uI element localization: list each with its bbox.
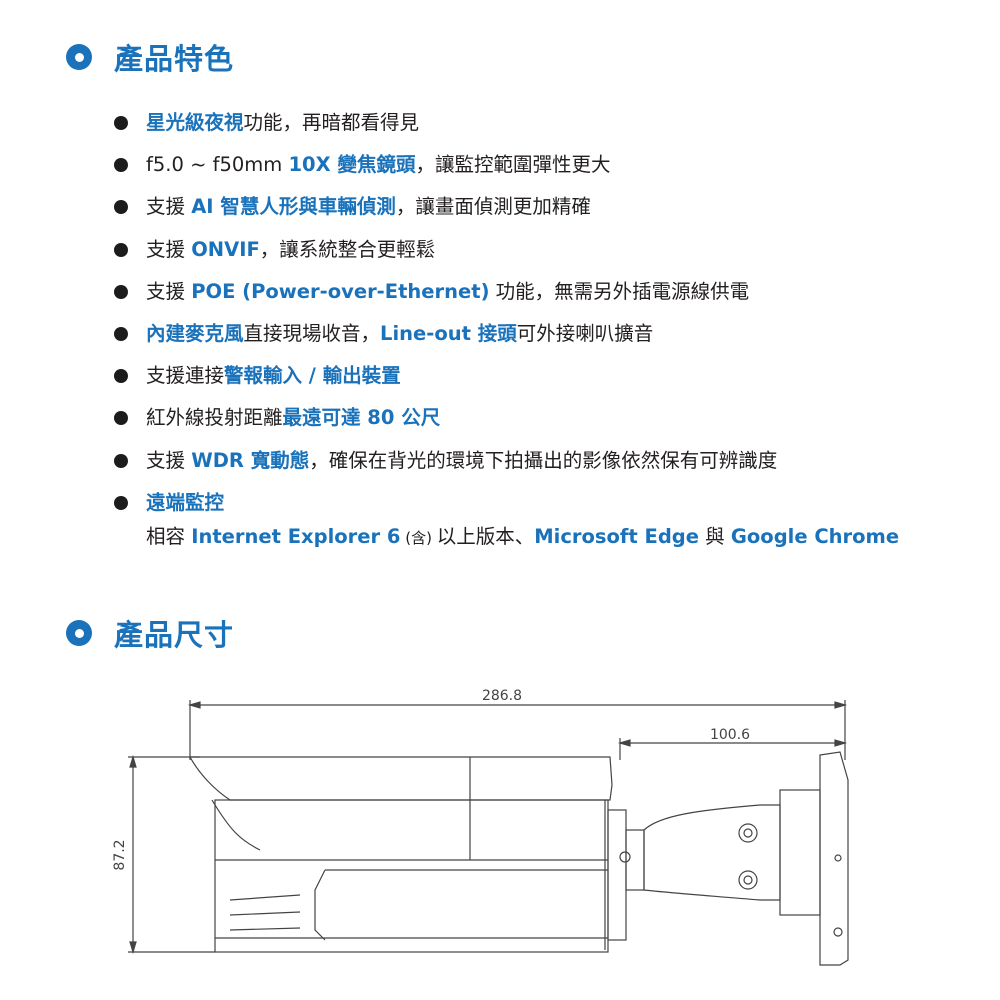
mount-bolt-icon [738,870,758,890]
wall-plate [819,751,849,966]
dim-label-height: 87.2 [112,839,128,870]
mount-bolt-icon [743,828,753,838]
screw-icon [619,851,631,863]
front-rib [229,894,301,901]
feature-text: 支援 [146,237,192,261]
feature-item: 星光級夜視功能，再暗都看得見 [110,103,990,145]
feature-text: 支援連接 [146,364,225,388]
feature-highlight: 最遠可達 80 公尺 [282,406,441,430]
features-section-title: 產品特色 [114,42,235,76]
browser-edge: Microsoft Edge [534,524,699,548]
browser-compatibility: 相容 Internet Explorer 6 (含) 以上版本、Microsof… [146,521,990,554]
dim-arrow [129,754,137,768]
feature-list: 星光級夜視功能，再暗都看得見 f5.0 ~ f50mm 10X 變焦鏡頭，讓監控… [110,103,990,557]
feature-item: 支援 WDR 寬動態，確保在背光的環境下拍攝出的影像依然保有可辨識度 [110,441,990,483]
dim-arrow [617,739,631,747]
feature-item: 內建麥克風直接現場收音，Line-out 接頭可外接喇叭擴音 [110,314,990,356]
feature-highlight: Line-out 接頭 [380,321,517,345]
features-section-header: 產品特色 [66,36,234,78]
feature-highlight: WDR 寬動態 [191,448,310,472]
front-rib [229,911,301,916]
feature-text: 功能，無需另外插電源線供電 [489,279,750,303]
mount-base [779,789,821,916]
feature-item: 支援 AI 智慧人形與車輛偵測，讓畫面偵測更加精確 [110,187,990,229]
camera-drawing [128,700,849,966]
feature-highlight: ONVIF [191,237,260,261]
feature-text: ，讓監控範圍彈性更大 [415,153,611,177]
feature-text: 直接現場收音， [243,321,381,345]
feature-item: 支援連接警報輸入 / 輸出裝置 [110,356,990,398]
wall-screw-icon [833,927,843,937]
front-bezel [314,869,326,941]
feature-text: f5.0 ~ f50mm [146,153,289,177]
shield-curve [211,799,261,851]
feature-text: 支援 [146,279,192,303]
size-section-header: 產品尺寸 [66,612,234,654]
feature-text: 與 [698,524,731,548]
sun-shield [188,756,613,801]
feature-item: 支援 POE (Power-over-Ethernet) 功能，無需另外插電源線… [110,272,990,314]
feature-highlight: 星光級夜視 [146,111,244,134]
dim-arrow [834,701,848,709]
feature-text: 以上版本、 [436,524,535,548]
feature-text: 相容 [146,524,192,548]
dim-label-mount: 100.6 [710,727,750,743]
browser-chrome: Google Chrome [730,524,900,548]
feature-text: (含) [400,528,437,547]
feature-item: 紅外線投射距離最遠可達 80 公尺 [110,398,990,440]
feature-text: 支援 [146,448,192,472]
feature-highlight: 內建麥克風 [146,321,244,345]
feature-item: 遠端監控 相容 Internet Explorer 6 (含) 以上版本、Mic… [110,483,990,557]
dim-arrow [129,941,137,955]
feature-text: ，讓系統整合更輕鬆 [259,237,436,261]
camera-dimension-diagram: 286.8 100.6 87.2 [112,688,849,966]
feature-item: 支援 ONVIF，讓系統整合更輕鬆 [110,230,990,272]
wall-screw-icon [834,854,842,862]
feature-text: ，讓畫面偵測更加精確 [395,195,591,219]
dim-label-total: 286.8 [482,688,522,704]
feature-highlight: POE (Power-over-Ethernet) [191,279,490,303]
mount-bolt-icon [738,823,758,843]
feature-highlight: AI 智慧人形與車輛偵測 [191,195,396,219]
feature-item: f5.0 ~ f50mm 10X 變焦鏡頭，讓監控範圍彈性更大 [110,145,990,187]
rear-cap [607,809,627,941]
size-section-title: 產品尺寸 [114,618,235,652]
feature-text: 可外接喇叭擴音 [516,321,654,345]
mount-bolt-icon [743,875,753,885]
mount-arm [643,804,781,901]
feature-highlight: 遠端監控 [146,490,225,514]
dim-arrow [834,739,848,747]
feature-text: 功能，再暗都看得見 [243,111,420,134]
dim-arrow [187,701,201,709]
feature-highlight: 警報輸入 / 輸出裝置 [224,364,401,388]
feature-text: ，確保在背光的環境下拍攝出的影像依然保有可辨識度 [309,448,778,472]
browser-ie: Internet Explorer 6 [191,524,401,548]
feature-highlight: 10X 變焦鏡頭 [288,153,416,177]
circle-bullet-icon [66,620,92,646]
front-rib [229,927,301,931]
feature-text: 支援 [146,195,192,219]
feature-text: 紅外線投射距離 [146,406,283,430]
circle-bullet-icon [66,44,92,70]
